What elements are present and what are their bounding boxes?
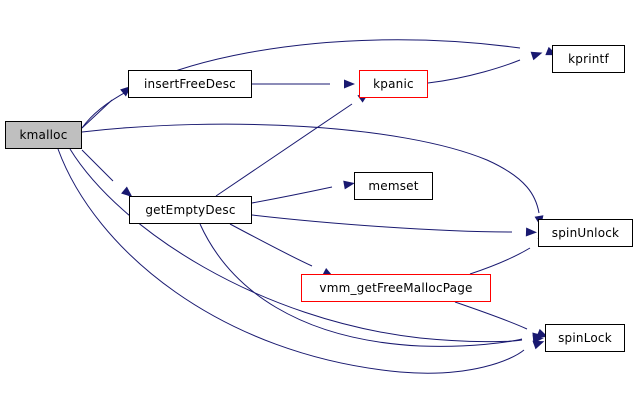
edge-kmalloc-to-getEmptyDesc (81, 149, 114, 182)
node-label-kpanic: kpanic (373, 77, 414, 91)
edge-kmalloc-to-spinLock (69, 148, 523, 343)
node-kpanic[interactable]: kpanic (359, 70, 428, 98)
edge-kmalloc-to-spinLock (57, 148, 525, 374)
node-kmalloc[interactable]: kmalloc (5, 121, 82, 149)
edge-vmm_getFreeMallocPage-to-spinLock (454, 301, 528, 330)
node-memset[interactable]: memset (354, 172, 433, 200)
node-label-kmalloc: kmalloc (19, 128, 68, 142)
node-spinLock[interactable]: spinLock (545, 324, 625, 352)
node-label-insertFreeDesc: insertFreeDesc (144, 77, 236, 91)
edge-getEmptyDesc-to-spinLock (199, 223, 523, 347)
edge-getEmptyDesc-to-spinUnlock (251, 214, 513, 233)
node-getEmptyDesc[interactable]: getEmptyDesc (129, 196, 252, 224)
node-label-spinUnlock: spinUnlock (551, 226, 620, 240)
edge-getEmptyDesc-to-kpanic (215, 103, 353, 197)
node-spinUnlock[interactable]: spinUnlock (538, 219, 633, 247)
node-label-vmm_getFreeMallocPage: vmm_getFreeMallocPage (319, 281, 473, 295)
node-label-memset: memset (368, 179, 419, 193)
edge-getEmptyDesc-to-memset (251, 186, 333, 204)
edge-vmm_getFreeMallocPage-to-spinUnlock (469, 247, 531, 275)
node-label-kprintf: kprintf (568, 52, 609, 66)
node-vmm_getFreeMallocPage[interactable]: vmm_getFreeMallocPage (301, 274, 491, 302)
edge-kmalloc-to-spinUnlock (81, 123, 540, 214)
arrowhead-insertFreeDesc-to-kpanic (344, 79, 355, 89)
arrowhead-getEmptyDesc-to-spinUnlock (525, 227, 537, 237)
node-kprintf[interactable]: kprintf (552, 45, 625, 73)
node-label-getEmptyDesc: getEmptyDesc (145, 203, 236, 217)
arrowhead-kpanic-to-kprintf (530, 51, 543, 61)
arrowhead-getEmptyDesc-to-memset (343, 180, 355, 190)
edge-kpanic-to-kprintf (427, 59, 521, 84)
node-label-spinLock: spinLock (558, 331, 612, 345)
edge-getEmptyDesc-to-vmm_getFreeMallocPage (229, 223, 313, 267)
arrowhead-kmalloc-to-spinLock (532, 340, 545, 350)
node-insertFreeDesc[interactable]: insertFreeDesc (128, 70, 252, 98)
arrowhead-kmalloc-to-getEmptyDesc (121, 186, 133, 198)
edge-kmalloc-to-insertFreeDesc (81, 99, 113, 129)
